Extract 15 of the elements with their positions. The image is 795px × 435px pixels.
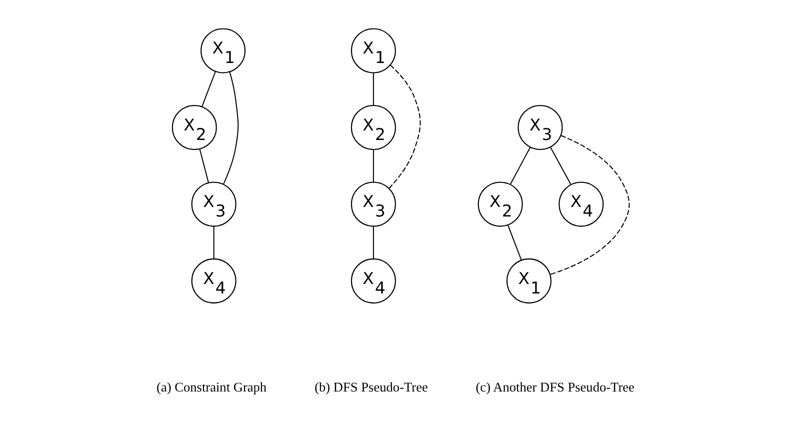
connector	[372, 226, 374, 259]
connector	[222, 72, 238, 185]
connector	[372, 72, 374, 106]
connector	[198, 148, 209, 183]
connector	[372, 150, 374, 182]
label: (a) Constraint Graph	[156, 379, 266, 394]
connector	[212, 226, 214, 259]
label: (c) Another DFS Pseudo-Tree	[475, 379, 634, 394]
connector	[509, 147, 530, 185]
connector	[550, 147, 571, 185]
connector	[549, 135, 630, 275]
label: (b) DFS Pseudo-Tree	[314, 379, 428, 394]
connector	[388, 64, 420, 189]
connector	[201, 72, 216, 107]
connector	[507, 225, 522, 260]
